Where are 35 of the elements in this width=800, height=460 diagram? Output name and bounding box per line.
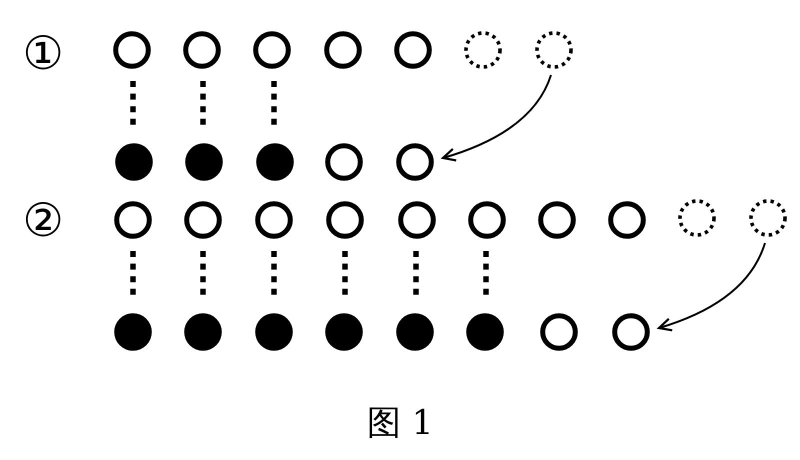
open-circle bbox=[608, 201, 646, 239]
open-circle bbox=[183, 31, 221, 69]
open-circle bbox=[324, 31, 362, 69]
filled-circle bbox=[325, 313, 363, 351]
step-number: ② bbox=[22, 197, 64, 243]
open-circle bbox=[398, 201, 436, 239]
dotted-circle bbox=[535, 31, 573, 69]
open-circle bbox=[396, 143, 434, 181]
filled-circle bbox=[256, 143, 294, 181]
open-circle bbox=[114, 201, 152, 239]
curved-arrow bbox=[658, 242, 766, 332]
open-circle bbox=[325, 143, 363, 181]
open-circle bbox=[255, 201, 293, 239]
curved-arrow bbox=[442, 74, 552, 162]
open-circle bbox=[612, 313, 650, 351]
dotted-circle bbox=[749, 199, 787, 237]
dotted-circle bbox=[464, 31, 502, 69]
dotted-circle bbox=[678, 199, 716, 237]
filled-circle bbox=[396, 313, 434, 351]
filled-circle bbox=[255, 313, 293, 351]
open-circle bbox=[253, 31, 291, 69]
open-circle bbox=[468, 201, 506, 239]
open-circle bbox=[184, 201, 222, 239]
filled-circle bbox=[115, 143, 153, 181]
step-number: ① bbox=[22, 30, 64, 76]
open-circle bbox=[113, 31, 151, 69]
open-circle bbox=[394, 31, 432, 69]
open-circle bbox=[540, 313, 578, 351]
filled-circle bbox=[114, 313, 152, 351]
filled-circle bbox=[185, 143, 223, 181]
filled-circle bbox=[184, 313, 222, 351]
open-circle bbox=[326, 201, 364, 239]
open-circle bbox=[538, 201, 576, 239]
figure-caption: 图 1 bbox=[367, 404, 434, 442]
filled-circle bbox=[466, 313, 504, 351]
